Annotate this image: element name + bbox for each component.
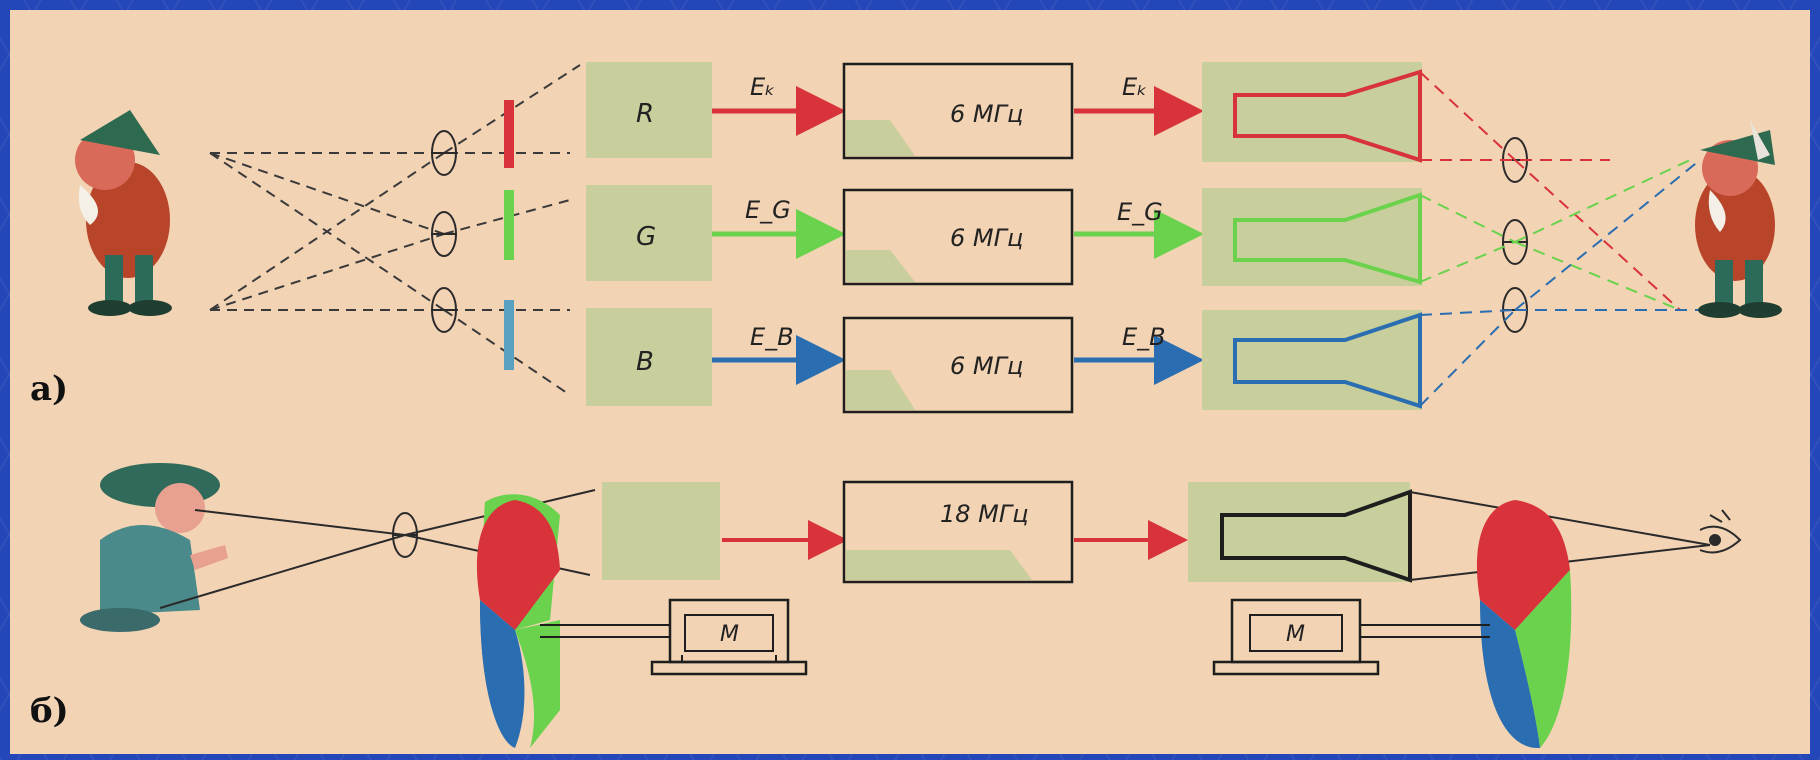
receiver-blocks <box>1202 62 1422 410</box>
motor-right <box>1212 598 1490 676</box>
source-gnome-figure <box>75 110 172 316</box>
camera-lens-b <box>392 512 418 558</box>
diagram-panel: R G B Eₖ E_G E_B 6 МГц 6 МГц 6 МГц <box>10 10 1810 754</box>
color-filters <box>504 100 514 370</box>
projection-rays <box>1419 71 1701 407</box>
motor-label-left: М <box>720 622 739 647</box>
channel-curve-seq <box>846 550 1032 580</box>
signal-label-g: E_G <box>745 196 791 224</box>
camera-blocks <box>586 62 712 406</box>
motor-label-right: М <box>1286 622 1305 647</box>
output-label-b: E_B <box>1122 323 1166 351</box>
source-boy-figure <box>80 463 228 632</box>
channel-blocks <box>842 62 1074 414</box>
color-tv-diagram: R G B Eₖ E_G E_B 6 МГц 6 МГц 6 МГц <box>30 62 1782 749</box>
channel-bandwidth-g: 6 МГц <box>950 224 1023 252</box>
camera-label-g: G <box>636 222 656 252</box>
source-rays <box>209 64 581 396</box>
output-label-r: Eₖ <box>1122 73 1147 101</box>
camera-lenses <box>431 130 457 333</box>
motor-left <box>540 598 808 676</box>
image-gnome-figure <box>1695 120 1782 318</box>
receiver-block-seq <box>1188 482 1410 582</box>
camera-block-b <box>602 482 720 580</box>
channel-bandwidth-r: 6 МГц <box>950 100 1023 128</box>
channel-bandwidth-seq: 18 МГц <box>940 500 1029 528</box>
channel-bandwidth-b: 6 МГц <box>950 352 1023 380</box>
signal-label-b: E_B <box>750 323 794 351</box>
filter-disk-right <box>1476 500 1572 749</box>
camera-label-b: B <box>636 347 654 377</box>
part-b-label: б) <box>30 691 69 731</box>
signal-label-r: Eₖ <box>750 73 775 101</box>
viewer-eye-icon <box>1699 509 1742 554</box>
output-label-g: E_G <box>1117 198 1163 226</box>
part-a-label: а) <box>30 369 68 409</box>
filter-disk-left <box>476 494 560 748</box>
camera-label-r: R <box>636 99 654 129</box>
